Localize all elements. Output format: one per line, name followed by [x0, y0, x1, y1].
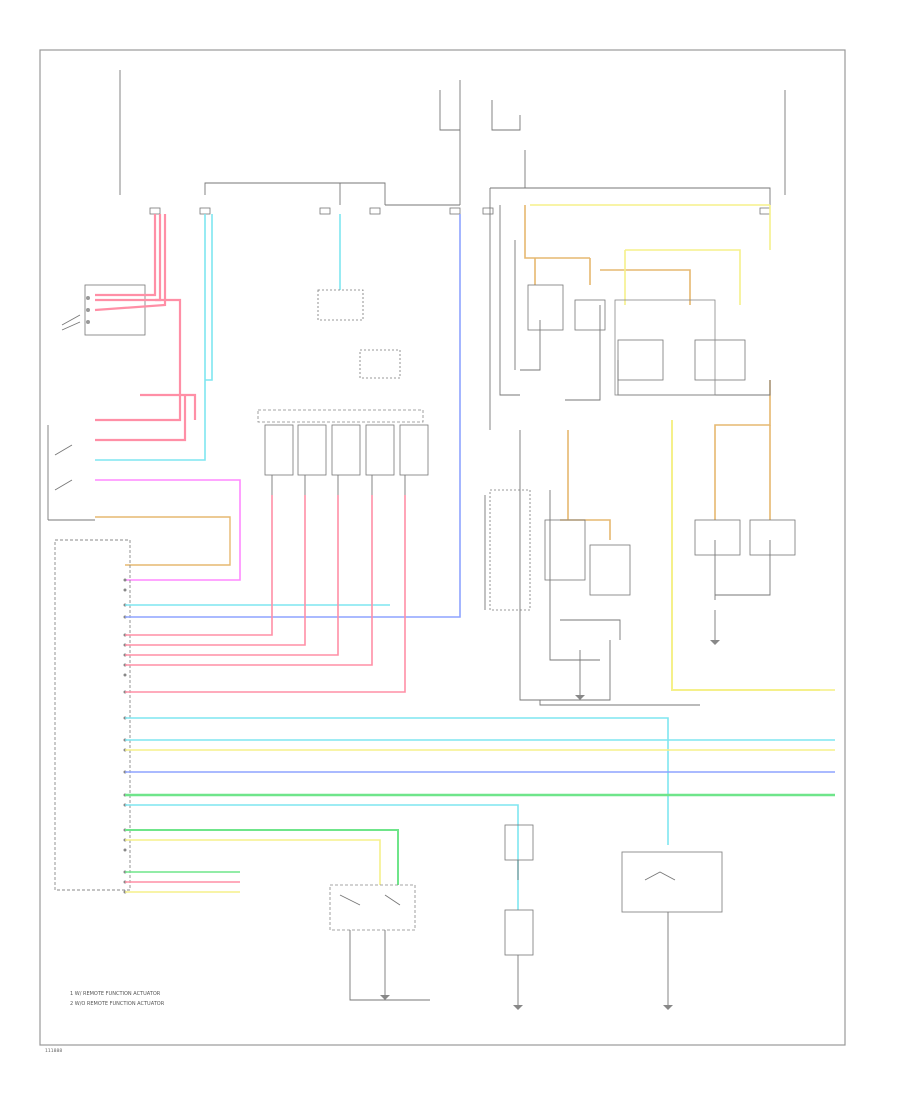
right-modules	[489, 284, 796, 611]
legend-item-1: 1 W/ REMOTE FUNCTION ACTUATOR	[70, 991, 161, 997]
red-wires-left	[94, 214, 197, 442]
headlamp-switch-block	[257, 409, 429, 495]
door-ajar-switch	[47, 425, 95, 521]
bcm-pin-labels	[123, 578, 127, 894]
front-fog-lamp-relay	[621, 851, 723, 1005]
turn-signal-switch	[329, 884, 430, 1001]
pink-wires-left	[95, 479, 241, 581]
legend: 1 W/ REMOTE FUNCTION ACTUATOR 2 W/O REMO…	[70, 991, 165, 1007]
right-power-wires	[524, 204, 835, 691]
cyan-wires-left	[95, 214, 341, 461]
diagram-frame	[39, 49, 846, 1046]
body-control-module	[54, 539, 131, 891]
center-modules	[317, 289, 401, 379]
orange-wire-left	[95, 516, 231, 566]
legend-item-2: 2 W/O REMOTE FUNCTION ACTUATOR	[70, 1001, 165, 1007]
fuse-block	[149, 207, 771, 215]
multifunction-switch	[504, 824, 534, 1005]
top-power-bus	[119, 70, 786, 210]
ground-symbols	[380, 640, 720, 1010]
left-door-switch	[61, 284, 146, 336]
right-black-wires	[484, 205, 771, 706]
bcm-output-wires	[125, 214, 835, 910]
figure-id: 111888	[45, 1048, 62, 1054]
